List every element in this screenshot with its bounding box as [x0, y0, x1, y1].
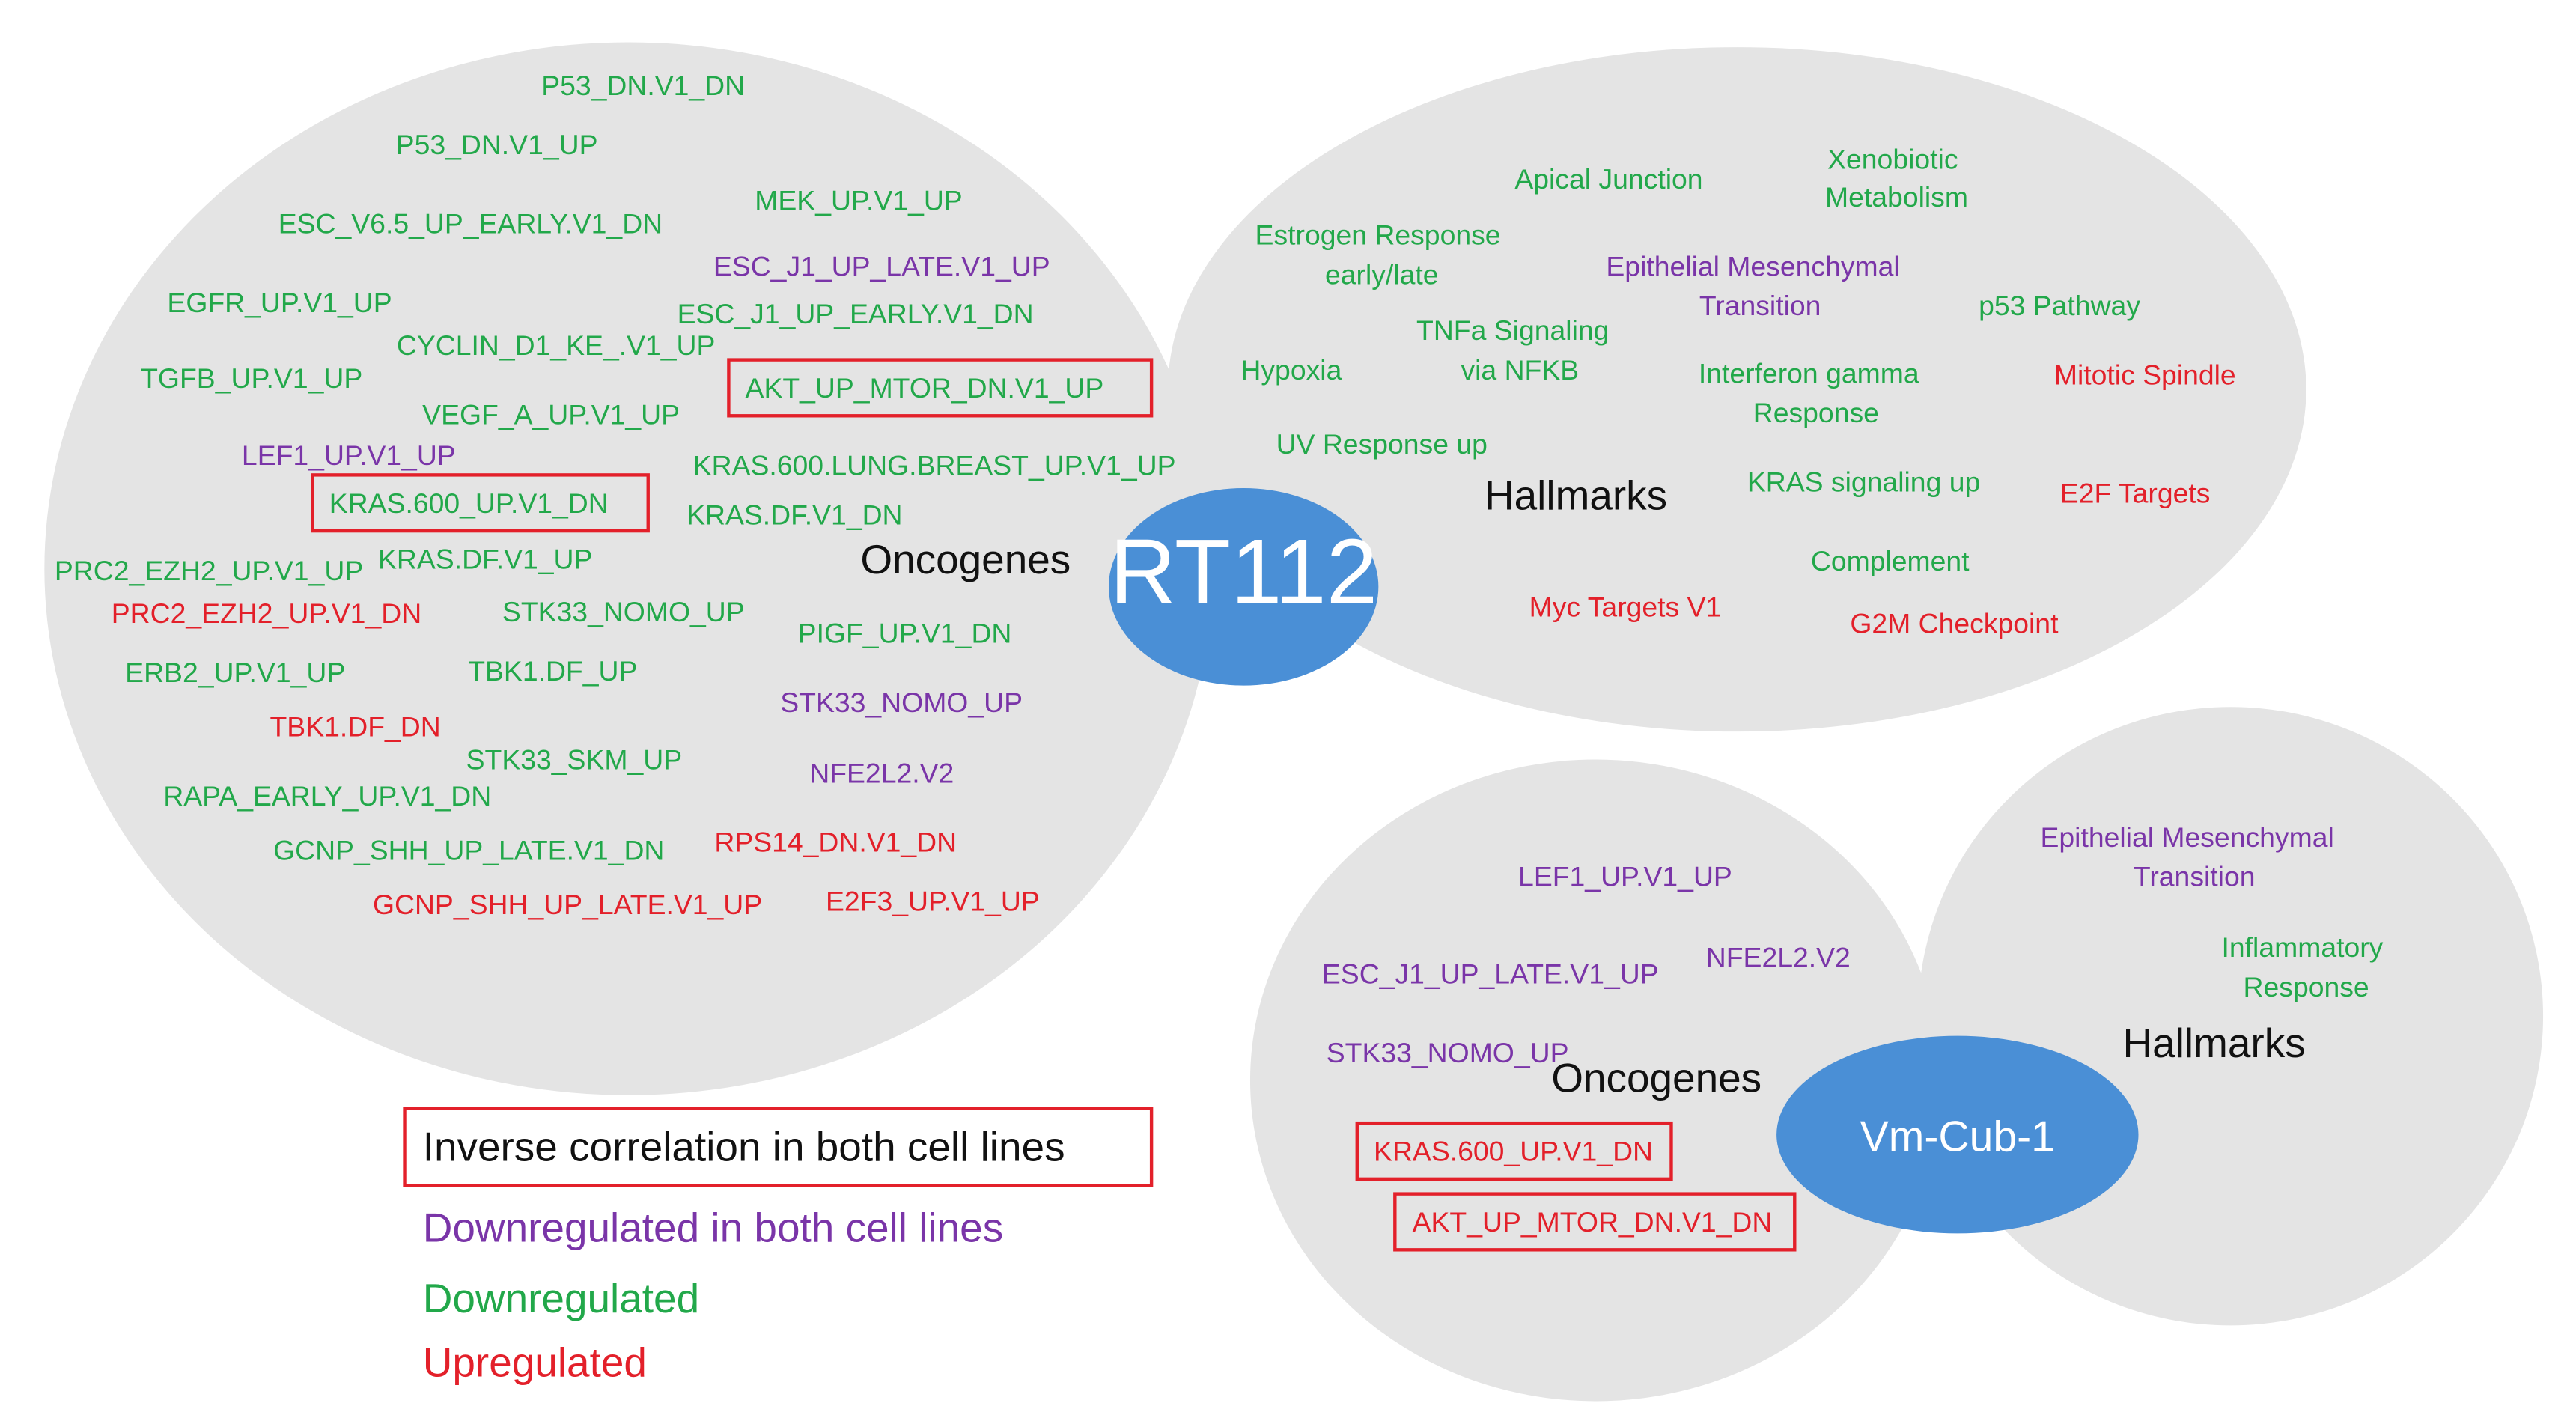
gene-label: VEGF_A_UP.V1_UP — [422, 398, 680, 430]
gene-label: TBK1.DF_UP — [468, 655, 637, 687]
vmcub1-hallmarks-ellipse — [1918, 707, 2544, 1326]
inverse-correlation-box — [1393, 1192, 1797, 1252]
hallmark-line: Response — [1753, 397, 1879, 428]
hallmark-label: KRAS signaling up — [1747, 466, 1980, 497]
hallmark-label: Xenobiotic Metabolism — [1825, 144, 1968, 213]
gene-label: NFE2L2.V2 — [809, 757, 954, 788]
rt112-hallmarks-title: Hallmarks — [1485, 472, 1667, 519]
gene-label: STK33_SKM_UP — [466, 744, 683, 776]
hallmark-line: Response — [2244, 971, 2369, 1002]
hallmark-label: Epithelial Mesenchymal Transition — [2040, 821, 2342, 892]
gene-label: CYCLIN_D1_KE_.V1_UP — [397, 329, 716, 361]
gene-label: EGFR_UP.V1_UP — [167, 287, 392, 318]
inverse-correlation-box — [311, 473, 650, 533]
gene-label: GCNP_SHH_UP_LATE.V1_UP — [373, 889, 762, 920]
gene-label: ESC_J1_UP_LATE.V1_UP — [713, 251, 1050, 282]
gene-label: RPS14_DN.V1_DN — [714, 827, 957, 858]
hallmark-label: Epithelial Mesenchymal Transition — [1606, 251, 1907, 322]
rt112-label: RT112 — [1109, 521, 1377, 624]
gene-label: STK33_NOMO_UP — [1327, 1037, 1569, 1068]
vmcub1-label: Vm-Cub-1 — [1860, 1113, 2055, 1160]
gene-label: LEF1_UP.V1_UP — [242, 439, 456, 471]
hallmark-label: E2F Targets — [2060, 478, 2211, 509]
hallmark-line: Interferon gamma — [1699, 357, 1919, 389]
vmcub1-oncogenes-ellipse — [1249, 759, 1941, 1402]
hallmark-line: TNFa Signaling — [1416, 314, 1609, 346]
hallmark-label: Apical Junction — [1514, 163, 1702, 195]
hallmark-line: Epithelial Mesenchymal — [1606, 251, 1899, 282]
hallmark-label: TNFa Signaling via NFKB — [1416, 314, 1617, 386]
hallmark-label: Inflammatory Response — [2222, 931, 2391, 1002]
hallmark-label: G2M Checkpoint — [1850, 607, 2059, 639]
inverse-correlation-box — [1355, 1121, 1673, 1181]
rt112-oncogenes-ellipse — [44, 42, 1213, 1095]
hallmark-line: early/late — [1325, 258, 1439, 290]
vmcub1-center-oval — [1776, 1035, 2139, 1234]
hallmark-label: Hypoxia — [1240, 354, 1342, 386]
rt112-oncogenes-title: Oncogenes — [860, 536, 1071, 582]
gene-label: NFE2L2.V2 — [1706, 941, 1851, 973]
hallmark-label: UV Response up — [1276, 428, 1488, 460]
rt112-hallmarks-ellipse — [1168, 47, 2306, 732]
gene-label: KRAS.600_UP.V1_DN — [329, 487, 609, 519]
gene-label: MEK_UP.V1_UP — [755, 185, 962, 216]
inverse-correlation-box — [727, 358, 1154, 418]
gene-label: STK33_NOMO_UP — [780, 687, 1023, 718]
legend-up: Upregulated — [423, 1339, 647, 1386]
vmcub1-hallmarks-title: Hallmarks — [2123, 1020, 2306, 1066]
hallmark-label: Mitotic Spindle — [2054, 359, 2236, 391]
gene-label: AKT_UP_MTOR_DN.V1_DN — [1413, 1206, 1773, 1238]
gene-label: PIGF_UP.V1_DN — [798, 618, 1012, 649]
gene-label: TGFB_UP.V1_UP — [141, 362, 362, 394]
legend-inverse: Inverse correlation in both cell lines — [423, 1124, 1065, 1170]
hallmark-label: Interferon gamma Response — [1699, 357, 1927, 428]
rt112-center-oval — [1108, 487, 1379, 686]
legend-inverse-box — [403, 1107, 1154, 1187]
hallmark-line: Epithelial Mesenchymal — [2040, 821, 2333, 853]
gene-label: AKT_UP_MTOR_DN.V1_UP — [746, 372, 1104, 404]
gene-label: ESC_V6.5_UP_EARLY.V1_DN — [278, 207, 663, 239]
gene-label: GCNP_SHH_UP_LATE.V1_DN — [273, 835, 664, 866]
gene-label: KRAS.DF.V1_DN — [686, 499, 902, 530]
gene-label: KRAS.DF.V1_UP — [378, 544, 592, 575]
gene-label: ESC_J1_UP_EARLY.V1_DN — [678, 298, 1034, 329]
gene-label: TBK1.DF_DN — [270, 711, 440, 743]
gene-label: PRC2_EZH2_UP.V1_DN — [112, 597, 421, 629]
gene-label: P53_DN.V1_DN — [541, 70, 745, 101]
gene-label: KRAS.600_UP.V1_DN — [1374, 1136, 1653, 1167]
gene-label: RAPA_EARLY_UP.V1_DN — [163, 780, 491, 812]
hallmark-line: Transition — [1699, 290, 1821, 321]
hallmark-label: Myc Targets V1 — [1529, 591, 1722, 622]
gene-label: ESC_J1_UP_LATE.V1_UP — [1322, 958, 1659, 989]
gene-label: E2F3_UP.V1_UP — [826, 886, 1040, 917]
gene-label: STK33_NOMO_UP — [502, 596, 745, 627]
legend-down-both: Downregulated in both cell lines — [423, 1204, 1003, 1250]
hallmark-line: Inflammatory — [2222, 931, 2384, 963]
hallmark-label: Estrogen Response early/late — [1255, 219, 1508, 290]
hallmark-label: p53 Pathway — [1979, 290, 2140, 321]
gene-label: P53_DN.V1_UP — [396, 129, 598, 160]
gene-label: LEF1_UP.V1_UP — [1518, 861, 1732, 892]
vmcub1-oncogenes-title: Oncogenes — [1551, 1054, 1762, 1101]
gene-label: ERB2_UP.V1_UP — [125, 657, 345, 688]
legend-down: Downregulated — [423, 1275, 699, 1321]
hallmark-line: via NFKB — [1461, 354, 1579, 386]
hallmark-line: Xenobiotic — [1827, 144, 1958, 175]
hallmark-label: Complement — [1811, 545, 1970, 576]
hallmark-line: Estrogen Response — [1255, 219, 1501, 251]
hallmark-line: Metabolism — [1825, 181, 1968, 213]
gene-label: PRC2_EZH2_UP.V1_UP — [55, 555, 363, 586]
hallmark-line: Transition — [2134, 861, 2256, 892]
gene-label: KRAS.600.LUNG.BREAST_UP.V1_UP — [693, 449, 1176, 481]
